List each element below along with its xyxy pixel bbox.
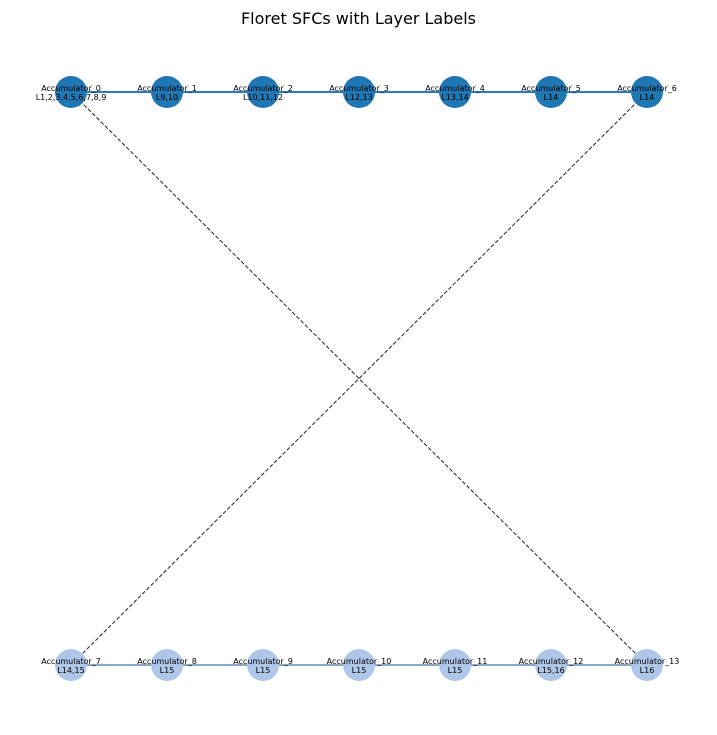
diagram-title: Floret SFCs with Layer Labels	[241, 9, 476, 28]
node-name-label: Accumulator_3	[329, 84, 389, 93]
node-accumulator-2	[247, 76, 279, 108]
node-layers-label: L14,15	[57, 666, 84, 675]
node-accumulator-9	[247, 649, 279, 681]
nodes-layer	[55, 76, 663, 681]
node-layers-label: L10,11,12	[243, 93, 283, 102]
node-name-label: Accumulator_8	[137, 657, 197, 666]
node-accumulator-10	[343, 649, 375, 681]
node-layers-label: L16	[640, 666, 655, 675]
node-accumulator-1	[151, 76, 183, 108]
node-name-label: Accumulator_12	[519, 657, 584, 666]
node-name-label: Accumulator_4	[425, 84, 485, 93]
node-accumulator-5	[535, 76, 567, 108]
node-name-label: Accumulator_6	[617, 84, 677, 93]
node-name-label: Accumulator_10	[327, 657, 392, 666]
node-name-label: Accumulator_1	[137, 84, 197, 93]
node-layers-label: L14	[640, 93, 655, 102]
node-layers-label: L15	[160, 666, 175, 675]
node-name-label: Accumulator_13	[615, 657, 680, 666]
node-layers-label: L15	[256, 666, 271, 675]
node-name-label: Accumulator_5	[521, 84, 581, 93]
node-accumulator-0	[55, 76, 87, 108]
node-accumulator-4	[439, 76, 471, 108]
node-accumulator-7	[55, 649, 87, 681]
node-layers-label: L13,14	[441, 93, 468, 102]
cross-link-accumulator-6-to-accumulator-7	[70, 91, 648, 666]
node-accumulator-6	[631, 76, 663, 108]
node-layers-label: L9,10	[156, 93, 178, 102]
node-layers-label: L1,2,3,4,5,6,7,8,9	[36, 93, 107, 102]
node-layers-label: L12,13	[345, 93, 372, 102]
node-name-label: Accumulator_0	[41, 84, 101, 93]
labels-layer: Accumulator_0L1,2,3,4,5,6,7,8,9Accumulat…	[36, 84, 680, 675]
node-accumulator-8	[151, 649, 183, 681]
node-layers-label: L15	[352, 666, 367, 675]
node-accumulator-11	[439, 649, 471, 681]
node-accumulator-12	[535, 649, 567, 681]
node-name-label: Accumulator_7	[41, 657, 101, 666]
node-accumulator-3	[343, 76, 375, 108]
node-layers-label: L14	[544, 93, 559, 102]
cross-link-accumulator-0-to-accumulator-13	[70, 91, 648, 666]
node-name-label: Accumulator_9	[233, 657, 293, 666]
node-name-label: Accumulator_11	[423, 657, 488, 666]
node-accumulator-13	[631, 649, 663, 681]
node-name-label: Accumulator_2	[233, 84, 293, 93]
edges-layer	[70, 91, 648, 666]
node-layers-label: L15	[448, 666, 463, 675]
node-layers-label: L15,16	[537, 666, 564, 675]
